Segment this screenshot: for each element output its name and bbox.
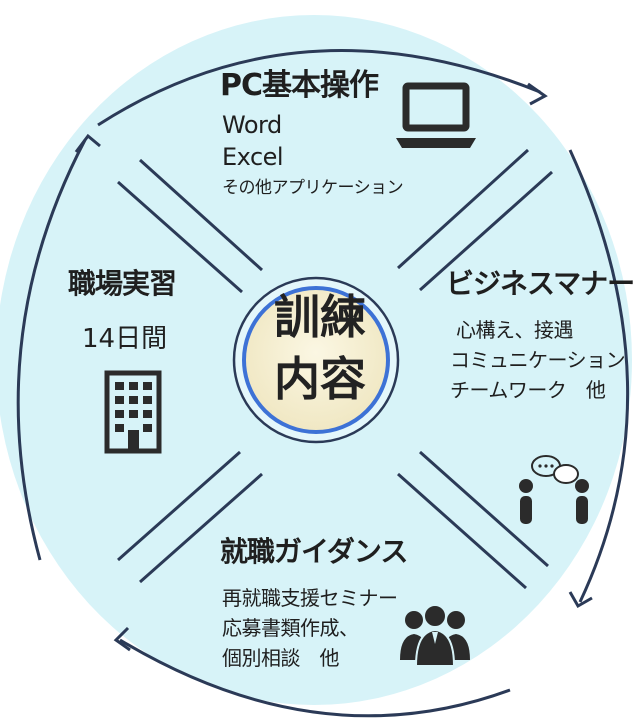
building-icon [104, 370, 162, 454]
top-item-3: その他アプリケーション [222, 178, 404, 198]
bottom-item-1: 再就職支援セミナー [222, 586, 398, 610]
top-item-1: Word [222, 111, 282, 139]
top-title: PC基本操作 [220, 68, 379, 103]
laptop-icon [396, 82, 476, 148]
arc-left [16, 139, 87, 561]
left-sub: 14日間 [82, 324, 168, 354]
top-item-2: Excel [222, 143, 284, 171]
center-line1: 訓練 [274, 290, 366, 344]
bottom-title: 就職ガイダンス [220, 535, 408, 568]
center-disc [242, 286, 390, 434]
arc-right [568, 149, 630, 603]
right-title: ビジネスマナー [446, 267, 634, 300]
arc-top [97, 49, 541, 127]
separators [117, 148, 553, 590]
center-label: 訓練 内容 [250, 286, 390, 410]
group-icon [400, 604, 470, 667]
right-item-2: コミュニケーション [450, 348, 626, 372]
bottom-item-2: 応募書類作成、 [222, 616, 359, 640]
arc-bottom [119, 638, 511, 718]
center-line2: 内容 [274, 352, 366, 406]
right-item-3: チームワーク 他 [450, 378, 606, 402]
left-title: 職場実習 [68, 267, 177, 300]
bottom-item-3: 個別相談 他 [222, 646, 340, 670]
conversation-icon [519, 455, 589, 524]
right-item-1: 心構え、接遇 [456, 318, 574, 342]
